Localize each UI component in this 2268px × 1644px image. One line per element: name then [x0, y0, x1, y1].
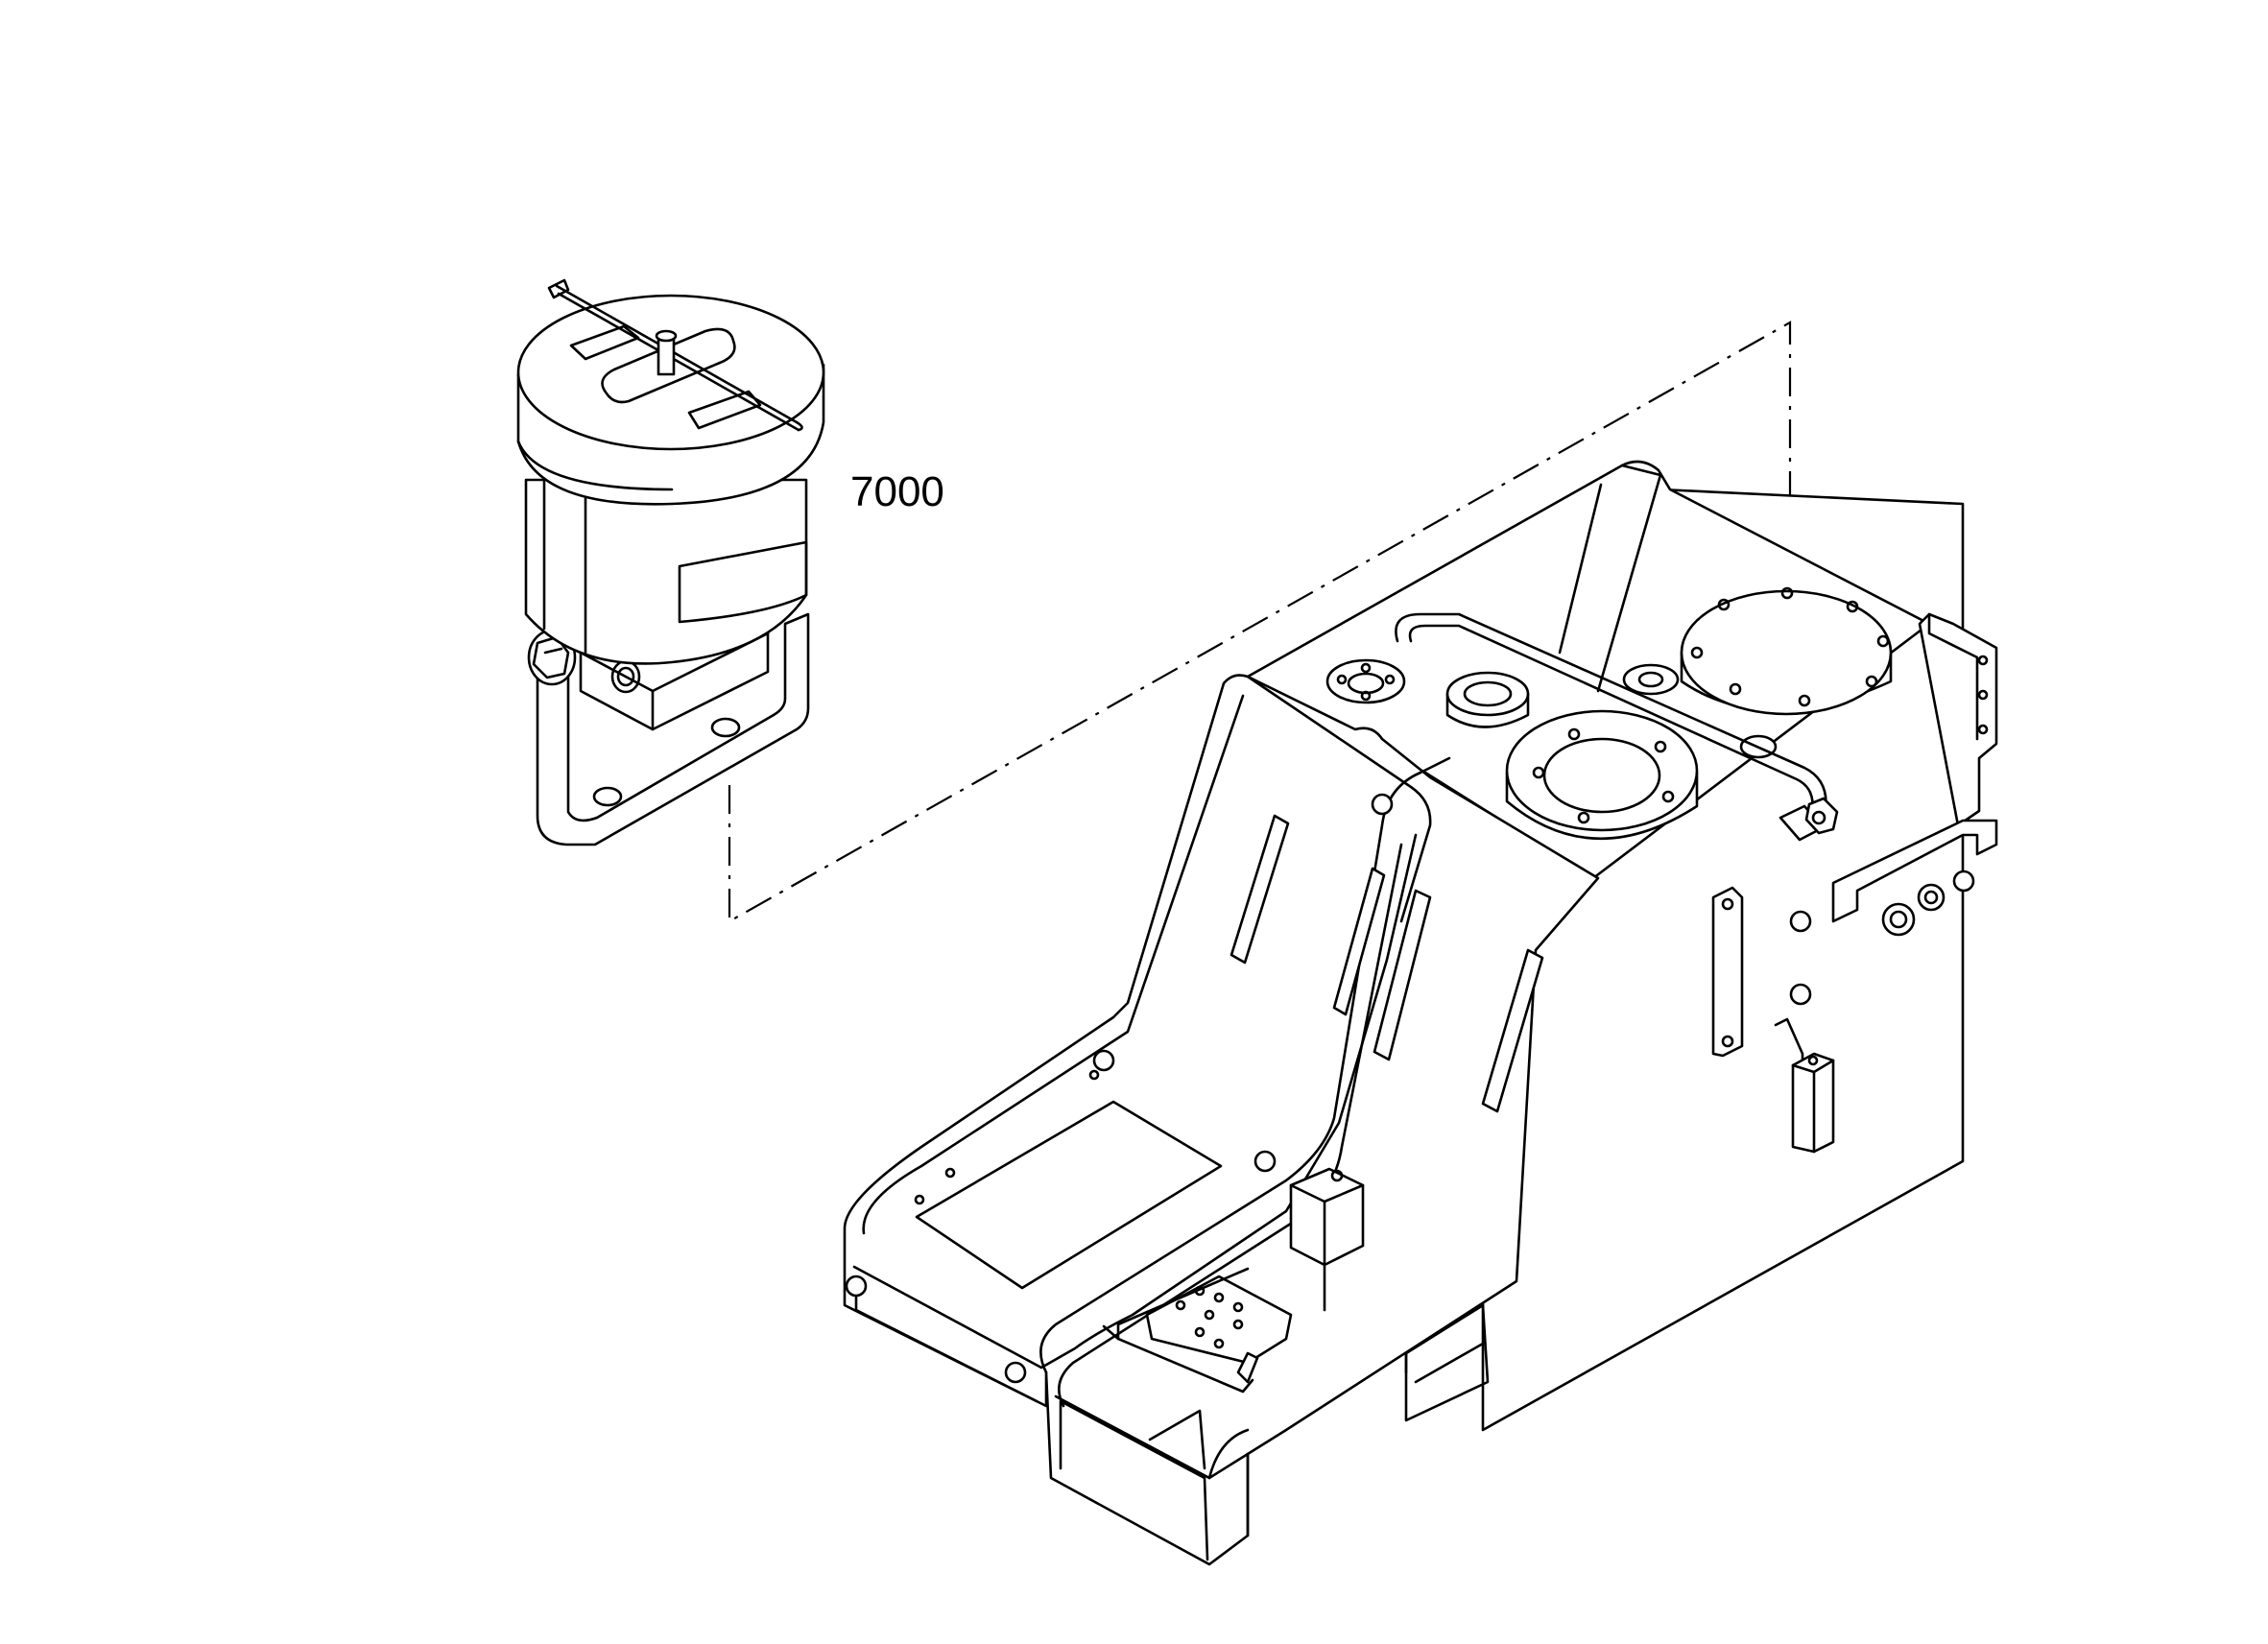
valve-block: [1289, 1167, 1365, 1312]
front-recess-right: [1148, 1409, 1206, 1470]
side-bracket: [1831, 819, 1998, 923]
tank-frame-assembly: [843, 460, 1998, 1566]
filter-assembly: [516, 278, 825, 846]
t-bar-wrench: [547, 278, 803, 432]
front-recess-left: [854, 1289, 1039, 1403]
console-bolts: [845, 793, 1394, 1384]
tube-fitting: [1779, 797, 1839, 842]
tank-access-cover: [1680, 586, 1893, 716]
suction-flange: [1505, 709, 1699, 841]
console-slot-rails: [1229, 814, 1544, 1113]
filler-neck: [1445, 671, 1530, 728]
filter-mounting-bracket: [536, 612, 810, 846]
side-fittings: [1881, 870, 1975, 937]
bracket-hole-upper: [710, 717, 741, 738]
top-plate-seam: [1596, 464, 1662, 693]
canister-label-plate: [678, 540, 808, 624]
bracket-hole-lower: [592, 786, 623, 807]
return-port: [1622, 663, 1680, 696]
level-switch: [1774, 1017, 1835, 1154]
rear-box-rail: [1711, 886, 1744, 1058]
manifold-plate: [1102, 1267, 1293, 1394]
alignment-line: [728, 321, 1792, 923]
rear-box-port-2: [1789, 983, 1812, 1006]
console-panel-window: [915, 1100, 1223, 1290]
lid-tab-right: [687, 390, 762, 430]
rear-box-port-1: [1789, 910, 1812, 933]
breather-flange: [1325, 658, 1406, 704]
filter-canister-body: [524, 478, 808, 665]
return-tube: [1395, 612, 1827, 822]
callout-label-7000: 7000: [850, 468, 944, 515]
